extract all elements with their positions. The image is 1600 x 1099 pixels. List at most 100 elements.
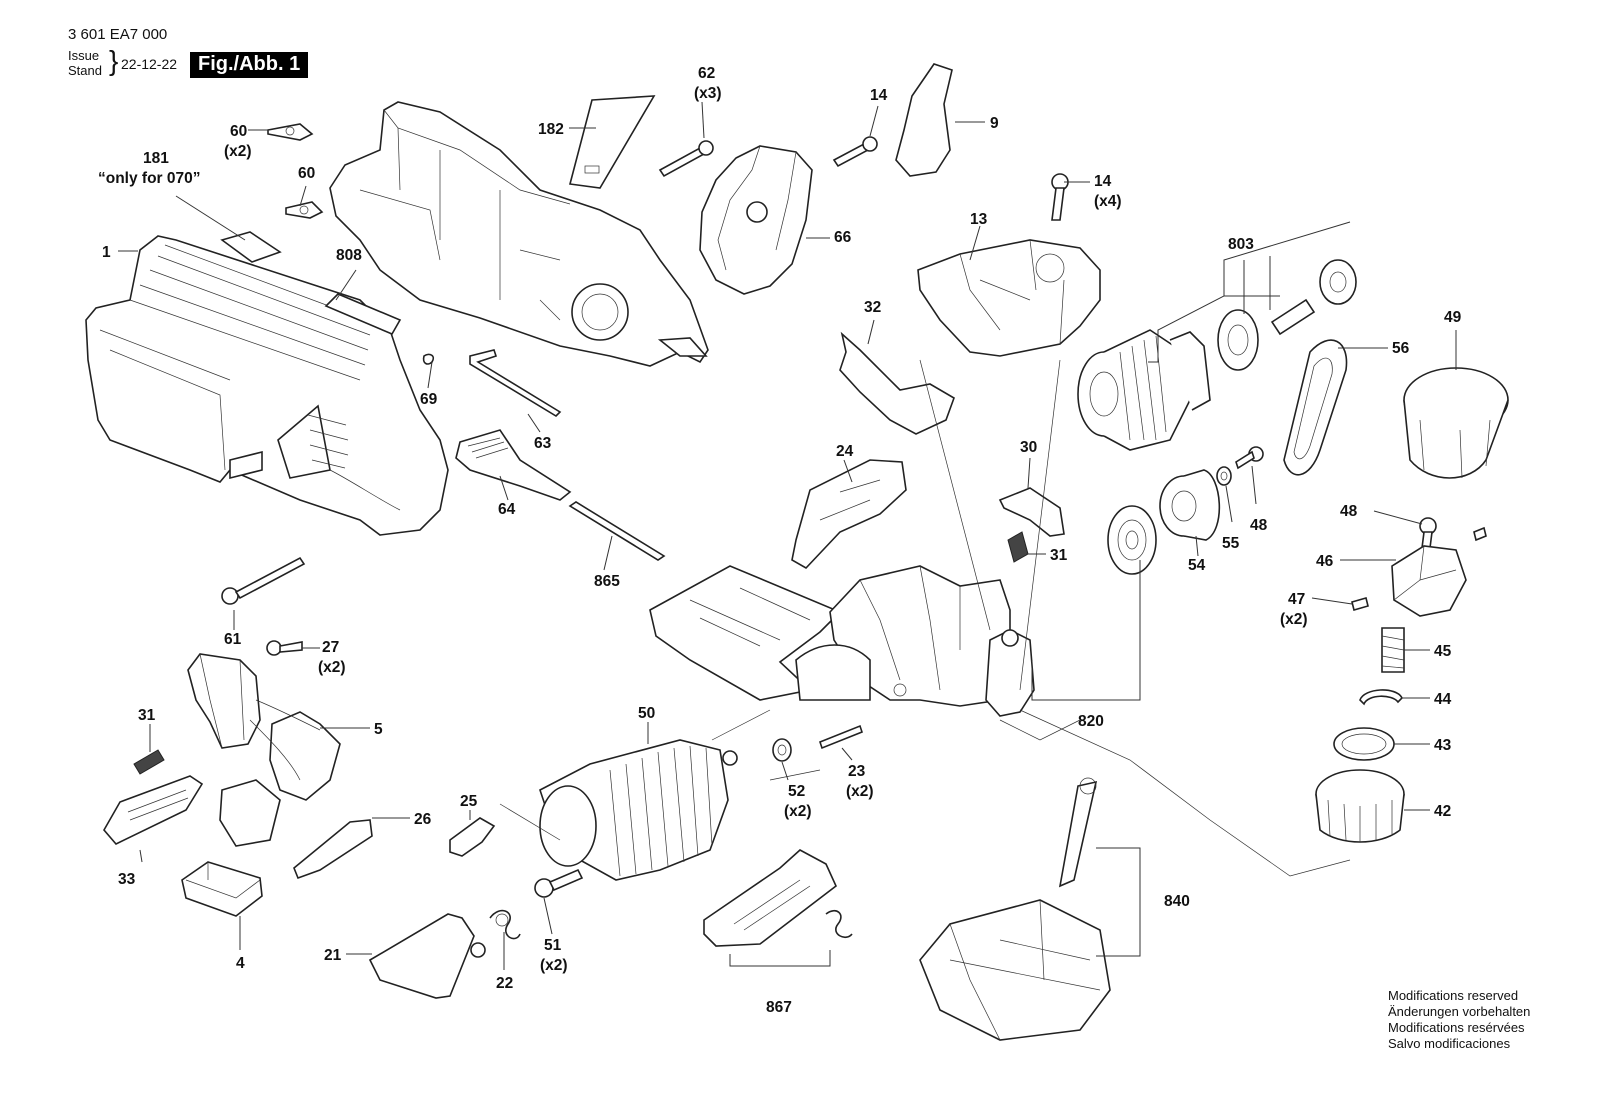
callout-181-note: “only for 070”	[98, 170, 201, 187]
callout-26: 26	[414, 811, 432, 828]
part-27-screw[interactable]	[266, 640, 303, 656]
callout-69: 69	[420, 391, 438, 408]
part-33-trigger-cover[interactable]	[103, 775, 204, 845]
callout-60b: 60	[298, 165, 315, 182]
part-55-washer[interactable]	[1216, 466, 1232, 486]
part-60-clip-pair[interactable]	[267, 123, 314, 141]
part-60-clip[interactable]	[285, 201, 324, 219]
issue-label: Issue	[68, 48, 100, 63]
callout-23: 23	[848, 763, 866, 780]
part-47-pin[interactable]	[1351, 597, 1369, 611]
callout-32: 32	[864, 299, 881, 316]
issue-date: 22-12-22	[121, 56, 178, 72]
callout-14b: 14	[1094, 173, 1112, 190]
part-21-guard[interactable]	[368, 913, 486, 999]
modifications-en: Modifications reserved	[1388, 988, 1519, 1003]
callout-60a-qty: (x2)	[224, 143, 252, 160]
callout-14b-qty: (x4)	[1094, 193, 1122, 210]
part-52-bush[interactable]	[772, 738, 792, 762]
callout-43: 43	[1434, 737, 1452, 754]
part-23-pin[interactable]	[819, 724, 863, 750]
figure-badge: Fig./Abb. 1	[190, 52, 309, 78]
callout-25: 25	[460, 793, 478, 810]
callout-31b: 31	[138, 707, 156, 724]
part-840-base[interactable]	[919, 777, 1111, 1041]
part-182-label[interactable]	[568, 95, 656, 189]
part-31-spring[interactable]	[1007, 531, 1029, 563]
part-62-screw[interactable]	[658, 140, 714, 178]
part-66-cover[interactable]	[699, 145, 813, 295]
part-808-plate[interactable]	[324, 293, 402, 336]
callout-23-qty: (x2)	[846, 783, 874, 800]
blade-guard-housing[interactable]	[329, 101, 709, 367]
part-48-screw-lower[interactable]	[1419, 517, 1437, 549]
part-24-bracket[interactable]	[791, 459, 907, 570]
callout-50: 50	[638, 705, 655, 722]
stand-label: Stand	[68, 63, 102, 78]
part-61-screw[interactable]	[221, 556, 306, 605]
part-30-guide[interactable]	[998, 487, 1065, 537]
document-number: 3 601 EA7 000	[68, 26, 168, 43]
callout-56: 56	[1392, 340, 1410, 357]
part-56-belt[interactable]	[1283, 339, 1348, 476]
part-46-knob[interactable]	[1391, 526, 1487, 617]
callout-45: 45	[1434, 643, 1452, 660]
callout-49: 49	[1444, 309, 1462, 326]
part-181-label[interactable]	[220, 231, 282, 263]
part-31-spring-lower[interactable]	[133, 749, 165, 775]
callout-51-qty: (x2)	[540, 957, 568, 974]
callout-31a: 31	[1050, 547, 1068, 564]
part-5-switch[interactable]	[187, 653, 341, 847]
callout-820: 820	[1078, 713, 1104, 730]
callout-51: 51	[544, 937, 562, 954]
base-plate-assembly[interactable]	[649, 565, 1035, 717]
issue-brace: }	[109, 45, 119, 76]
callout-840: 840	[1164, 893, 1190, 910]
part-51-screw[interactable]	[534, 868, 584, 898]
callout-803: 803	[1228, 236, 1254, 253]
part-54-pulley[interactable]	[1159, 469, 1221, 541]
part-867-holder[interactable]	[703, 849, 853, 947]
part-803-armature-kit[interactable]	[1077, 259, 1357, 451]
callout-1: 1	[102, 244, 111, 261]
part-49-cap[interactable]	[1403, 367, 1509, 479]
part-13-gear-housing[interactable]	[917, 239, 1101, 357]
part-22-spring[interactable]	[489, 909, 521, 940]
callout-46: 46	[1316, 553, 1334, 570]
callout-labels: 1 181 “only for 070” 60 (x2) 60 808 182 …	[98, 65, 1462, 1016]
callout-5: 5	[374, 721, 383, 738]
part-820-bearing[interactable]	[1107, 505, 1157, 575]
callout-60a: 60	[230, 123, 247, 140]
part-45-spring[interactable]	[1381, 627, 1405, 673]
callout-47: 47	[1288, 591, 1305, 608]
callout-33: 33	[118, 871, 136, 888]
callout-808: 808	[336, 247, 362, 264]
part-25-clip[interactable]	[449, 817, 496, 857]
part-48-screw[interactable]	[1235, 446, 1264, 470]
part-14-screw[interactable]	[832, 136, 878, 168]
callout-48a: 48	[1250, 517, 1268, 534]
part-26-plate[interactable]	[293, 819, 373, 880]
callout-22: 22	[496, 975, 513, 992]
callout-865: 865	[594, 573, 620, 590]
callout-52: 52	[788, 783, 805, 800]
part-42-nut[interactable]	[1315, 769, 1405, 843]
part-32-bracket[interactable]	[839, 331, 955, 435]
callout-48b: 48	[1340, 503, 1358, 520]
part-9-pad[interactable]	[895, 63, 953, 177]
part-63-hex-key[interactable]	[469, 349, 562, 418]
part-64-slider[interactable]	[455, 429, 572, 501]
part-4-latch[interactable]	[181, 861, 263, 917]
callout-24: 24	[836, 443, 854, 460]
part-865-strip[interactable]	[568, 501, 666, 561]
part-44-circlip[interactable]	[1359, 689, 1403, 706]
callout-27: 27	[322, 639, 339, 656]
callout-47-qty: (x2)	[1280, 611, 1308, 628]
callout-27-qty: (x2)	[318, 659, 346, 676]
callout-66: 66	[834, 229, 852, 246]
part-43-ring[interactable]	[1333, 727, 1395, 761]
part-50-motor[interactable]	[539, 739, 738, 881]
part-14-screw-x4[interactable]	[1051, 173, 1069, 221]
callout-63: 63	[534, 435, 552, 452]
